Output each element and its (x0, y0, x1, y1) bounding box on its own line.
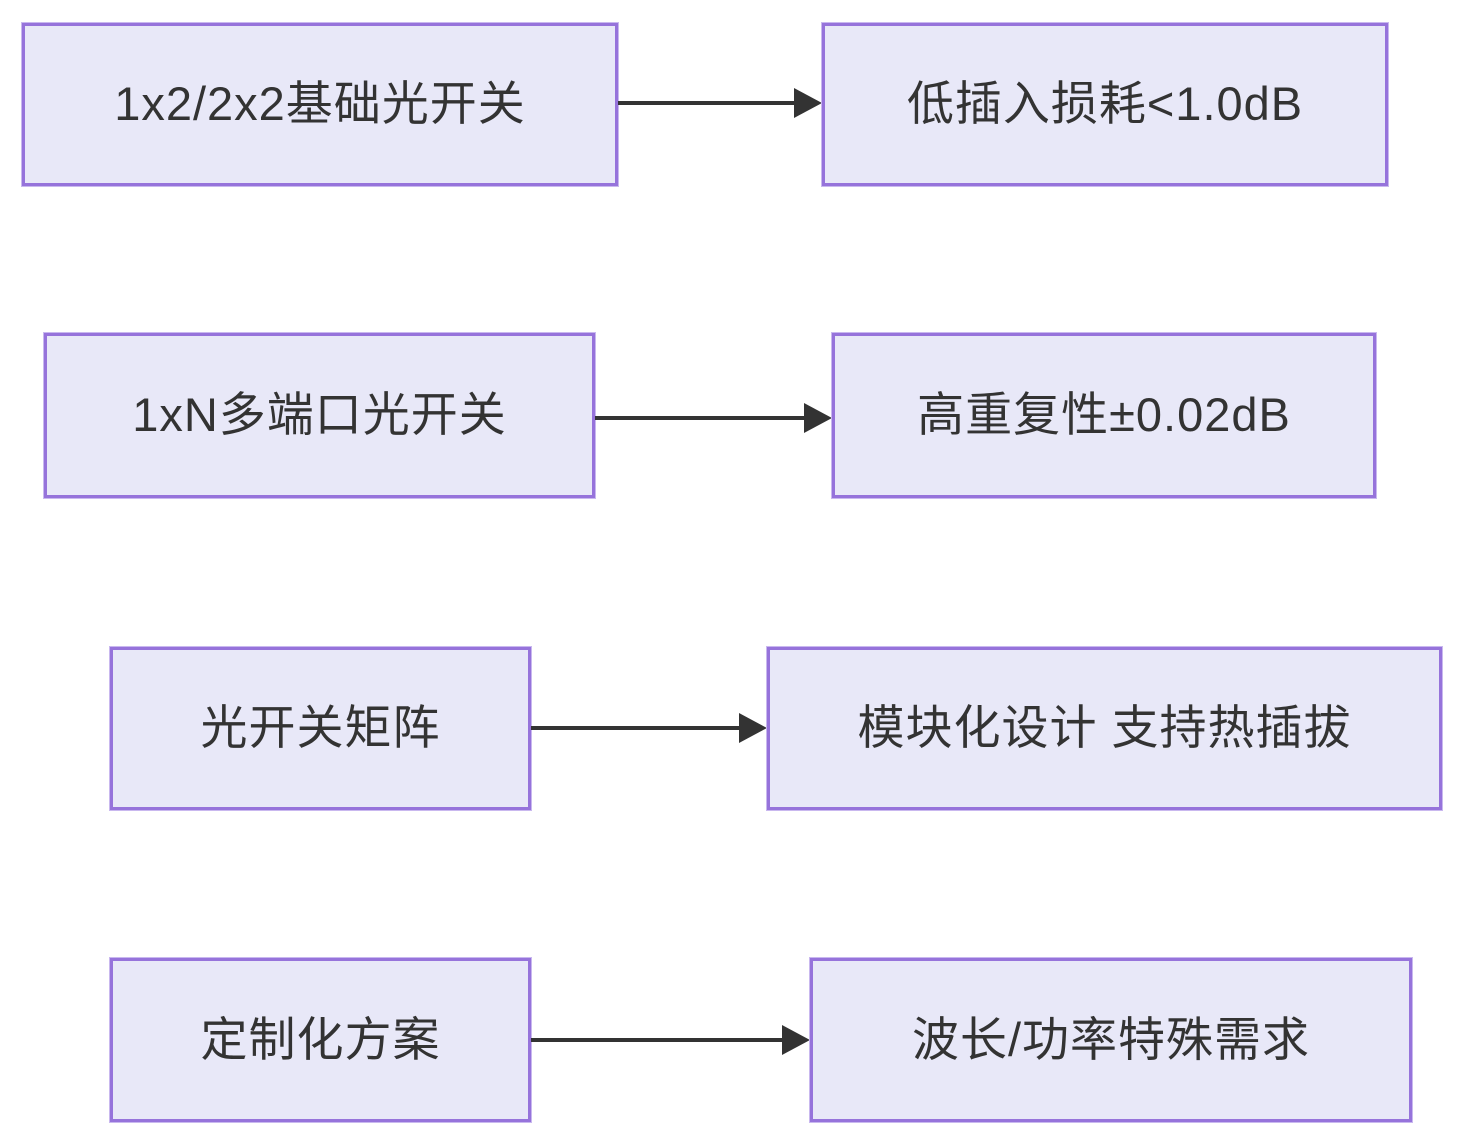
flow-node-label: 1x2/2x2基础光开关 (114, 77, 526, 131)
arrow-shaft (595, 416, 806, 420)
flow-node-1xn-multiport-switch: 1xN多端口光开关 (44, 333, 595, 498)
flow-node-label: 模块化设计 支持热插拔 (857, 701, 1352, 755)
flow-node-low-insertion-loss: 低插入损耗<1.0dB (822, 23, 1388, 186)
flow-node-label: 高重复性±0.02dB (917, 388, 1291, 442)
flow-node-label: 光开关矩阵 (200, 701, 441, 755)
arrow-row4 (531, 1025, 810, 1055)
flow-node-custom-solution: 定制化方案 (110, 958, 531, 1122)
arrow-shaft (531, 726, 741, 730)
arrow-row3 (531, 713, 767, 743)
arrow-row2 (595, 403, 832, 433)
arrow-row1 (618, 88, 822, 118)
flow-node-label: 低插入损耗<1.0dB (906, 77, 1304, 131)
flow-node-label: 定制化方案 (200, 1012, 441, 1066)
arrowhead-icon (804, 403, 832, 433)
arrowhead-icon (739, 713, 767, 743)
flow-node-label: 波长/功率特殊需求 (911, 1012, 1311, 1066)
arrow-shaft (531, 1038, 784, 1042)
arrow-shaft (618, 101, 796, 105)
arrowhead-icon (782, 1025, 810, 1055)
flow-node-high-repeatability: 高重复性±0.02dB (832, 333, 1376, 498)
flow-node-label: 1xN多端口光开关 (132, 388, 507, 442)
flow-node-modular-design: 模块化设计 支持热插拔 (767, 647, 1442, 810)
arrowhead-icon (794, 88, 822, 118)
flow-node-switch-matrix: 光开关矩阵 (110, 647, 531, 810)
flow-node-basic-optical-switch: 1x2/2x2基础光开关 (22, 23, 618, 186)
flow-node-special-requirements: 波长/功率特殊需求 (810, 958, 1412, 1122)
